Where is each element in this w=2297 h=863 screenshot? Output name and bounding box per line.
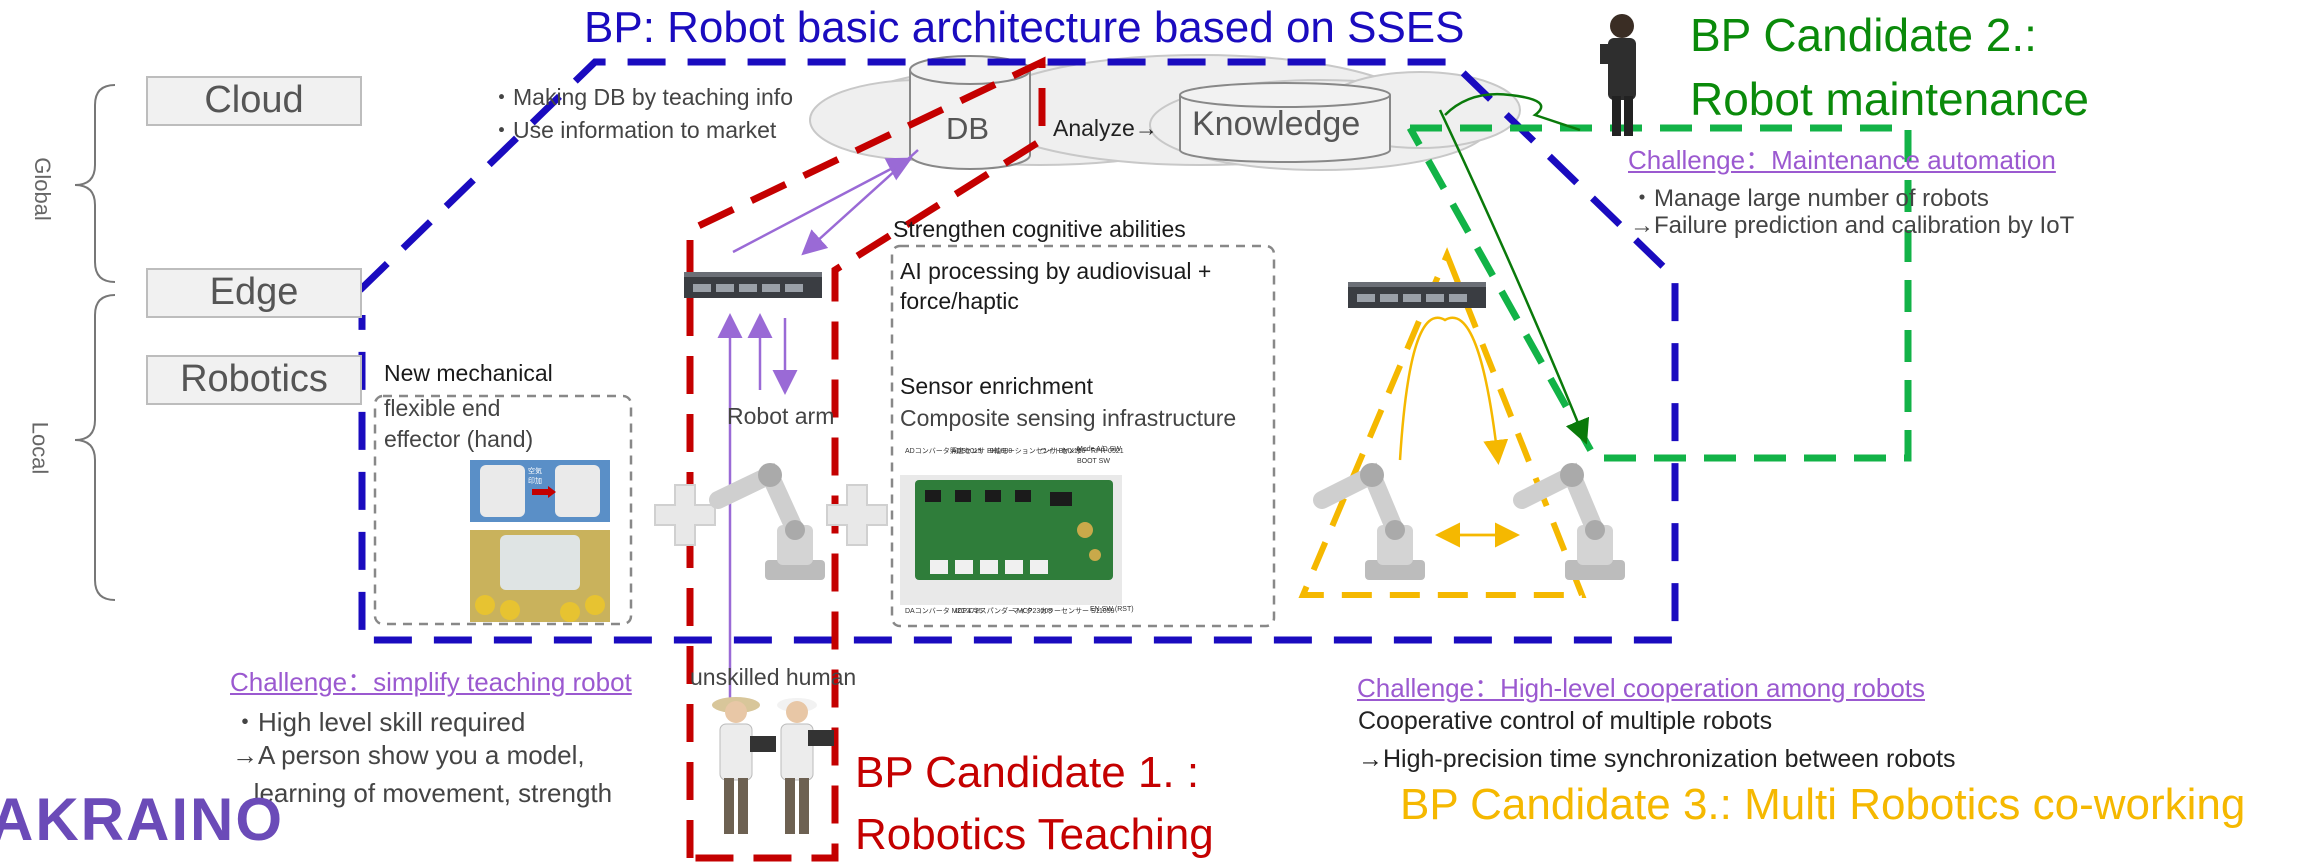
sensor-desc: Composite sensing infrastructure [900,405,1237,431]
board-label: マイク [1012,608,1033,615]
plus-icon [654,484,716,546]
bp3-challenge: Challenge：High-level cooperation among r… [1357,673,1926,703]
plus-2-icon [826,484,888,546]
cloud-layer-label: Cloud [146,76,362,126]
cloud-note-2: ・Use information to market [490,117,777,143]
local-label: Local [27,421,53,475]
db-label: DB [946,111,990,146]
board-label: ライトセンサー RPR-0521 [1040,448,1124,455]
cooperation-arrows [1398,316,1520,548]
bp-main-boundary [357,58,1679,644]
workers-figure [712,697,834,834]
global-label: Global [29,157,55,221]
unskilled-human-label: unskilled human [690,664,857,690]
bp3-item-2: →High-precision time synchronization bet… [1358,745,1956,773]
bp1-challenge: Challenge：simplify teaching robot [230,667,632,697]
bp3-item-1: Cooperative control of multiple robots [1358,707,1773,735]
bp1-item-1: ・High level skill required [232,707,526,737]
bp2-item-2: →Failure prediction and calibration by I… [1630,212,2075,239]
bp2-title-line2: Robot maintenance [1690,73,2089,125]
bp3-boundary [1298,247,1587,598]
board-label: EN SW (RST) [1090,606,1134,613]
edge-server-2-icon [1348,282,1486,308]
board-label: DAコンバータ MCP4725 [905,608,983,615]
robot-arm-3-icon [1513,462,1625,580]
board-label: 9軸モーションセンサ BMX160 [990,448,1086,455]
gripper-photo [470,460,610,622]
robotics-layer-label: Robotics [146,355,362,405]
bp2-challenge: Challenge：Maintenance automation [1628,145,2056,175]
global-brace [74,84,116,283]
bp2-title-line1: BP Candidate 2.: [1690,9,2037,61]
bp1-boundary [686,56,1046,862]
akraino-logo: AKRAINO [0,786,284,853]
bp1-item-3: learning of movement, strength [232,778,613,808]
board-label: Mode A/D SW [1077,446,1121,453]
mechanical-title: New mechanical [384,360,553,386]
bp1-title-line2: Robotics Teaching [855,810,1214,859]
analyze-label: Analyze→ [1053,115,1158,141]
knowledge-label: Knowledge [1192,105,1361,143]
ai-processing-line1: AI processing by audiovisual + [900,258,1212,284]
edge-layer-label: Edge [146,268,362,318]
cognitive-box [890,244,1276,628]
mechanical-box [373,394,633,626]
bp-main-title: BP: Robot basic architecture based on SS… [584,3,1465,52]
robot-arm-2-icon [1313,462,1425,580]
bp1-title-line1: BP Candidate 1. : [855,748,1200,797]
gripper-photo-label: 空気 印加 [528,468,542,485]
bp2-item-1: ・Manage large number of robots [1630,185,1989,212]
bp3-title: BP Candidate 3.: Multi Robotics co-worki… [1400,780,2246,829]
board-label: I2Cエキスパンダー MCP23008 [955,608,1052,615]
board-label: ADコンバータ ADS1015 [905,448,982,455]
bp1-item-2: →A person show you a model, [232,740,585,770]
robot-arm-icon [709,462,825,580]
mechanical-desc-line1: flexible end [384,395,501,421]
sensor-title: Sensor enrichment [900,373,1094,399]
ai-processing-line2: force/haptic [900,288,1019,314]
sensor-board-photo [900,475,1122,605]
cloud-note-1: ・Making DB by teaching info [490,84,793,110]
mechanical-desc-line2: effector (hand) [384,426,534,452]
board-label: BOOT SW [1077,458,1110,465]
maintenance-arrow [1438,93,1585,440]
knowledge-cylinder-icon [1179,82,1391,163]
board-label: 照度センサ BH1680 [950,448,1013,455]
robot-arm-label: Robot arm [727,403,835,429]
bp2-boundary [1406,124,1912,462]
cognitive-title: Strengthen cognitive abilities [893,216,1186,242]
board-label: カラーセンサー S11059 [1040,608,1115,615]
edge-server-icon [684,272,822,298]
businessman-figure [1600,14,1636,136]
data-flow-arrows [717,149,919,720]
local-brace [74,294,116,601]
